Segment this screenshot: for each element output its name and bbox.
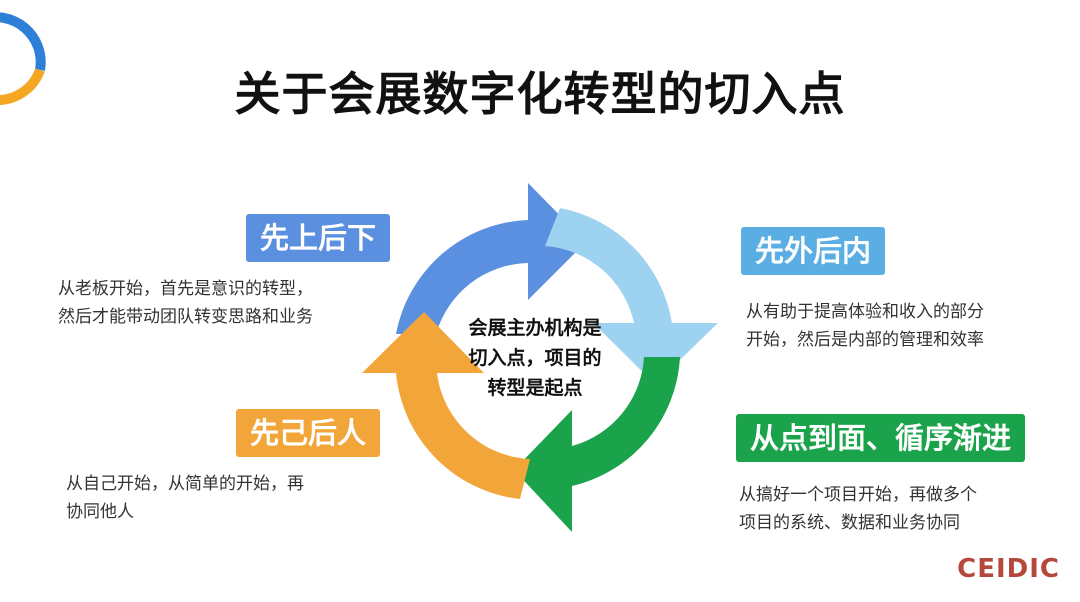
desc-top-right-line-2: 开始，然后是内部的管理和效率 bbox=[746, 330, 984, 350]
tag-bottom-left: 先己后人 bbox=[236, 409, 381, 457]
cycle-arrow-lightblue bbox=[545, 208, 718, 384]
desc-bottom-left: 从自己开始，从简单的开始，再 协同他人 bbox=[66, 470, 396, 526]
desc-bottom-left-line-2: 协同他人 bbox=[66, 502, 134, 522]
desc-top-left: 从老板开始，首先是意识的转型， 然后才能带动团队转变思路和业务 bbox=[58, 275, 388, 331]
center-line-3: 转型是起点 bbox=[487, 377, 583, 399]
desc-bottom-right: 从搞好一个项目开始，再做多个 项目的系统、数据和业务协同 bbox=[739, 481, 1069, 537]
tag-top-right: 先外后内 bbox=[741, 227, 886, 275]
cycle-arrow-blue bbox=[396, 183, 586, 334]
desc-top-left-line-1: 从老板开始，首先是意识的转型， bbox=[58, 279, 313, 299]
page-title: 关于会展数字化转型的切入点 bbox=[234, 67, 846, 121]
center-line-2: 切入点，项目的 bbox=[468, 347, 602, 369]
desc-bottom-right-line-2: 项目的系统、数据和业务协同 bbox=[739, 513, 960, 533]
desc-top-right-line-1: 从有助于提高体验和收入的部分 bbox=[746, 302, 984, 322]
desc-top-left-line-2: 然后才能带动团队转变思路和业务 bbox=[58, 307, 313, 327]
tag-top-left: 先上后下 bbox=[246, 214, 391, 262]
tag-bottom-right: 从点到面、循序渐进 bbox=[736, 414, 1026, 462]
desc-bottom-right-line-1: 从搞好一个项目开始，再做多个 bbox=[739, 485, 977, 505]
center-line-1: 会展主办机构是 bbox=[468, 317, 602, 339]
cycle-arrow-green bbox=[514, 357, 680, 532]
cycle-center-text: 会展主办机构是 切入点，项目的 转型是起点 bbox=[455, 313, 615, 403]
cycle-arrow-orange bbox=[362, 312, 530, 499]
desc-bottom-left-line-1: 从自己开始，从简单的开始，再 bbox=[66, 474, 304, 494]
desc-top-right: 从有助于提高体验和收入的部分 开始，然后是内部的管理和效率 bbox=[746, 298, 1076, 354]
brand-logo: CEIDIC bbox=[957, 554, 1060, 584]
logo-arc-icon bbox=[0, 12, 46, 105]
